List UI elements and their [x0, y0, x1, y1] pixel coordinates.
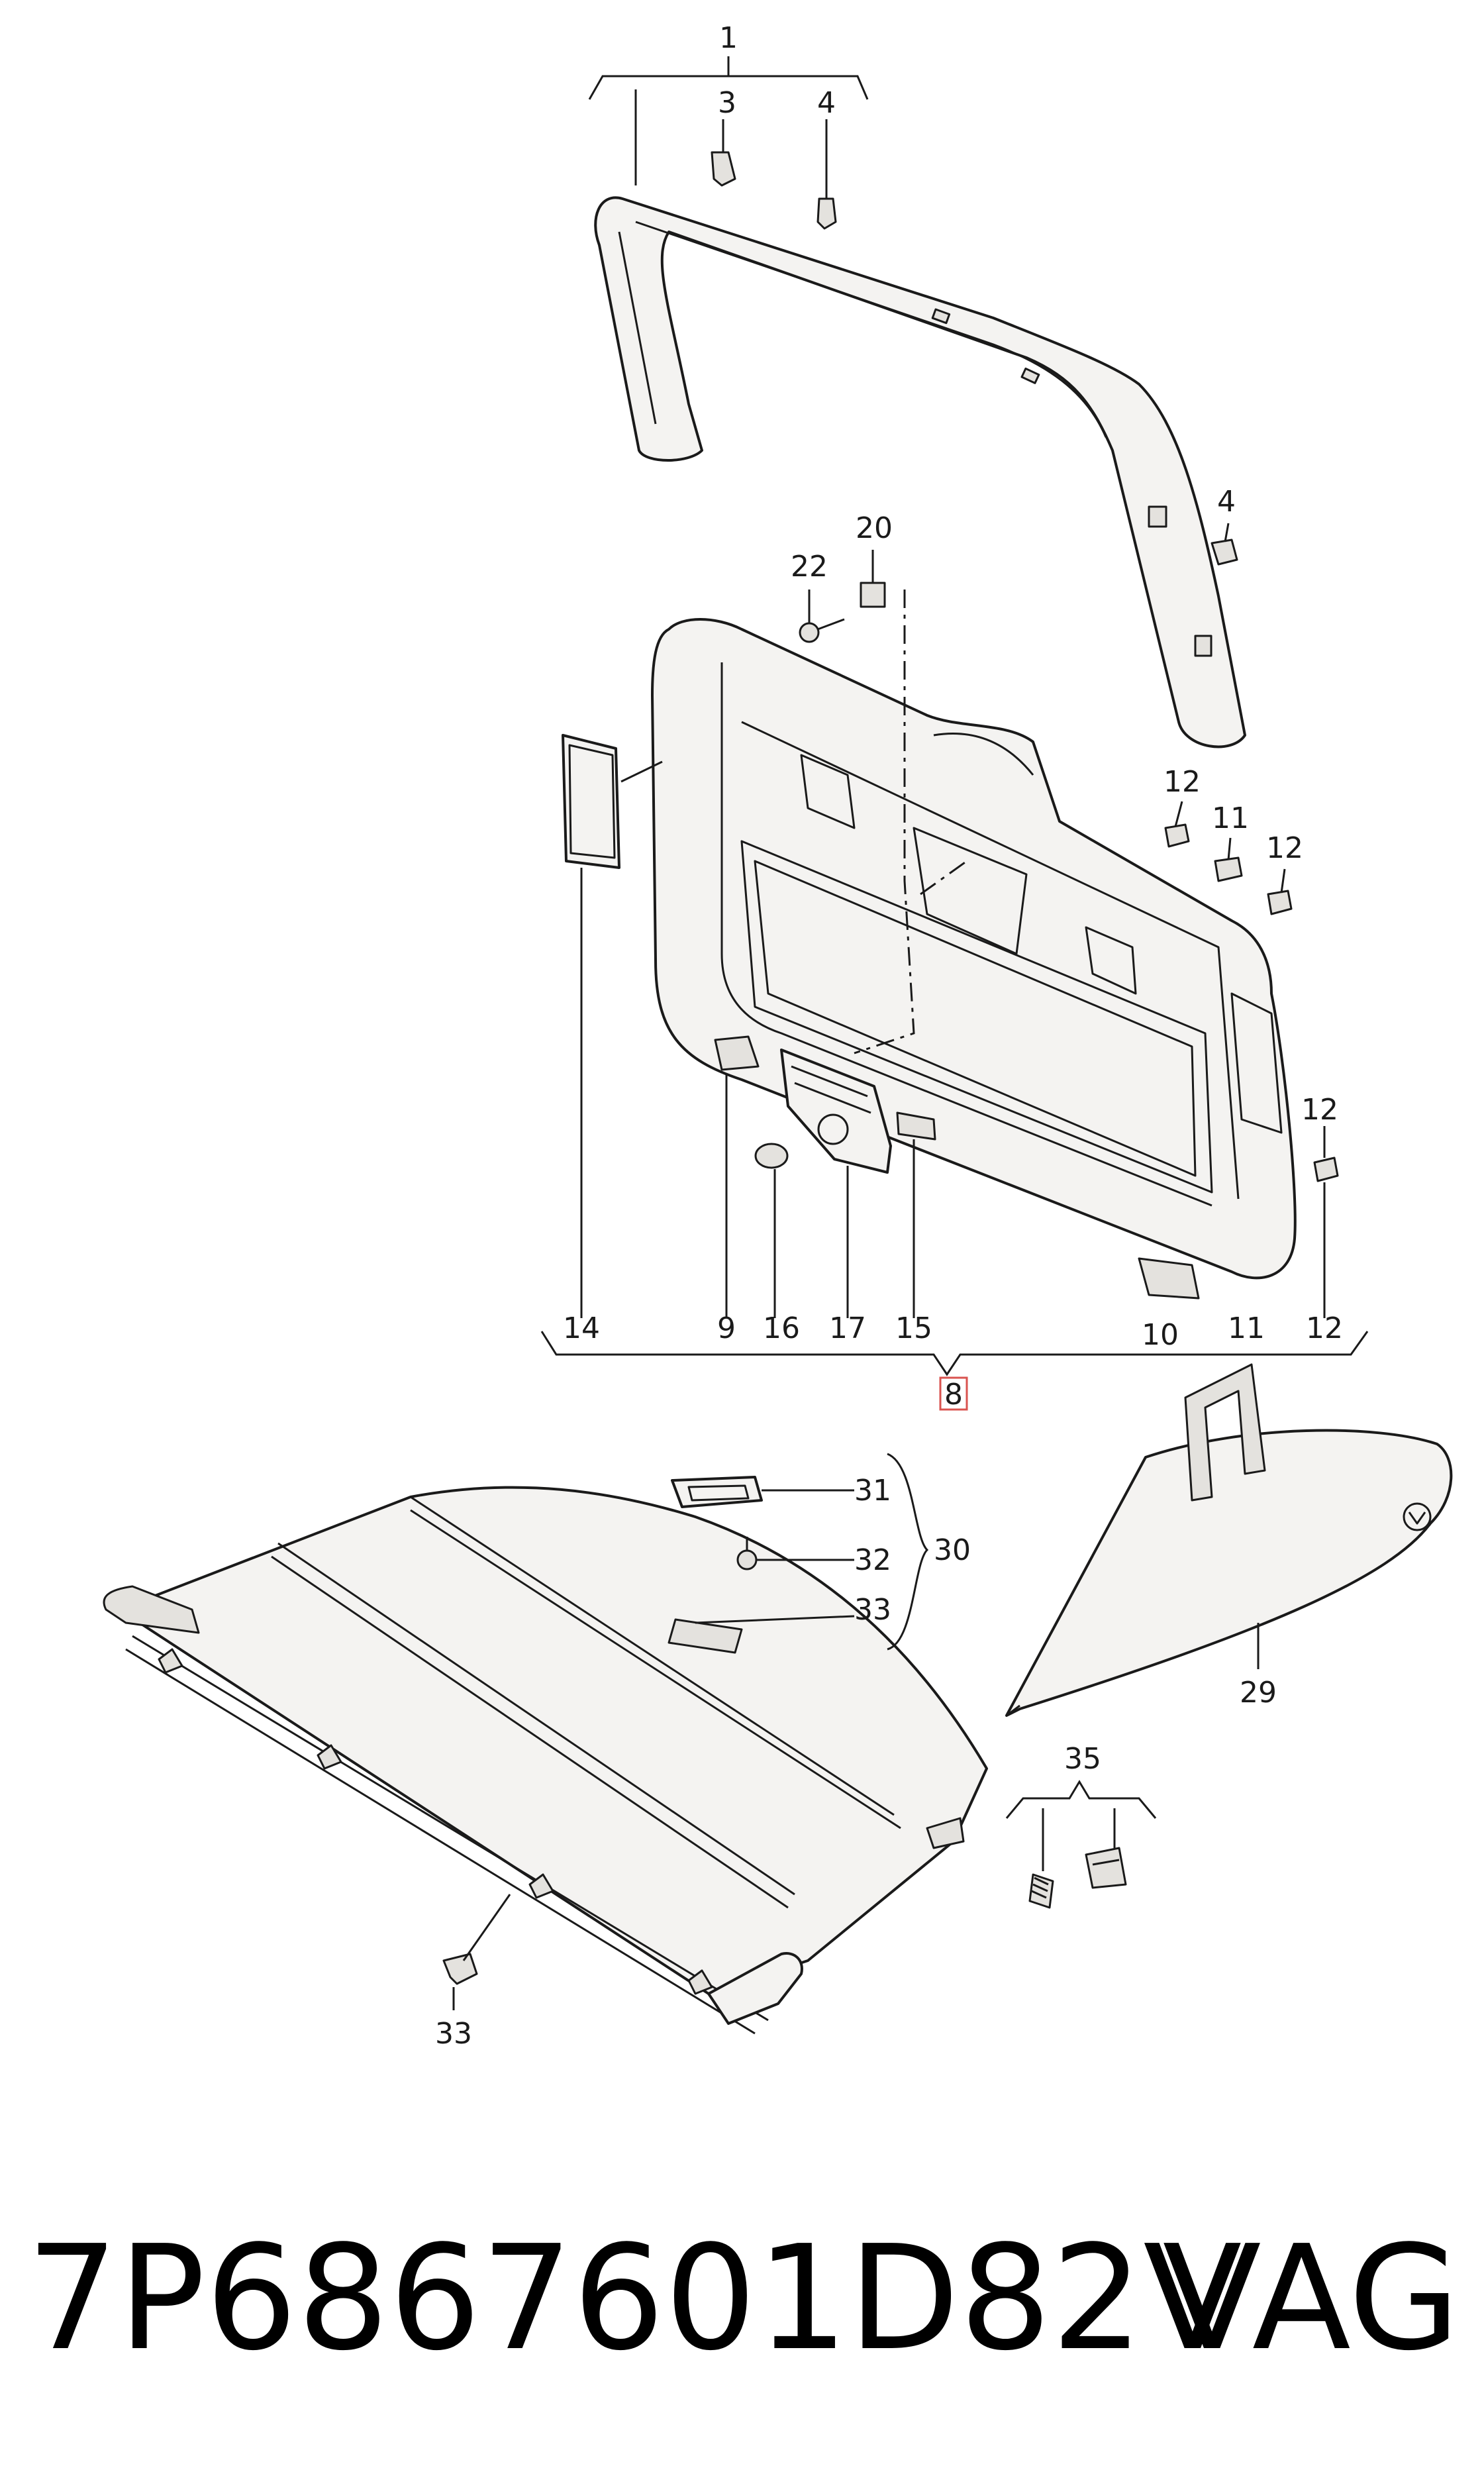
callout-29: 29 — [1240, 1676, 1277, 1710]
leader-14 — [580, 760, 663, 1318]
leader-4b — [1224, 523, 1230, 542]
leader-11a — [1227, 837, 1232, 860]
callout-4-top: 4 — [817, 86, 836, 120]
bolt-part-22 — [799, 618, 845, 643]
callout-17: 17 — [829, 1311, 866, 1345]
callout-12-c: 12 — [1301, 1093, 1338, 1127]
callout-22: 22 — [791, 550, 828, 584]
callout-12-a: 12 — [1163, 765, 1201, 799]
clip-part-12-b — [1267, 890, 1293, 915]
callout-20: 20 — [856, 511, 893, 545]
callout-11-a: 11 — [1212, 801, 1249, 835]
leader-12a — [1174, 801, 1183, 827]
clip-part-12-a — [1164, 823, 1190, 848]
clip-part-11-a — [1214, 856, 1243, 882]
callout-8: 8 — [944, 1378, 963, 1412]
cover-part-14 — [562, 734, 620, 869]
bracket-30 — [887, 1453, 929, 1651]
part-number-caption: 7P6867601D82V — [26, 2215, 1242, 2383]
nut-part-20 — [860, 582, 886, 608]
centre-line-b — [920, 860, 967, 896]
recess-part-17 — [780, 1049, 892, 1174]
screw-part-32 — [736, 1537, 758, 1570]
tailgate-trim-panel-part-8 — [651, 618, 1297, 1280]
callout-9: 9 — [717, 1311, 736, 1345]
frame-part-31 — [671, 1476, 763, 1508]
leader-33-upper — [695, 1615, 855, 1624]
luggage-cover-part-33 — [103, 1486, 988, 2035]
centre-line-a — [854, 590, 915, 1054]
storage-bag-part-29 — [1005, 1363, 1453, 1717]
callout-4-side: 4 — [1217, 485, 1236, 519]
plate-part-15 — [896, 1111, 936, 1141]
callout-10: 10 — [1142, 1318, 1179, 1352]
clip-part-4-top — [816, 197, 837, 230]
frame-trim-part-1 — [594, 196, 1246, 748]
clip-part-4-side — [1211, 539, 1238, 566]
leader-12b — [1280, 868, 1286, 894]
callout-30: 30 — [934, 1533, 971, 1567]
callout-14: 14 — [563, 1311, 600, 1345]
bracket-35 — [1005, 1780, 1157, 1819]
latch-part-10 — [1138, 1257, 1200, 1300]
callout-11-b: 11 — [1228, 1311, 1265, 1345]
callout-16: 16 — [763, 1311, 800, 1345]
callout-3: 3 — [718, 86, 736, 120]
callout-12-d: 12 — [1306, 1311, 1343, 1345]
retainer-set-part-35 — [1028, 1847, 1127, 1909]
callout-33-lower: 33 — [435, 2017, 472, 2051]
handle-part-9 — [714, 1035, 760, 1071]
callout-8-box — [939, 1376, 968, 1411]
bracket-1 — [588, 56, 869, 185]
callout-35: 35 — [1064, 1742, 1101, 1776]
callout-12-b: 12 — [1266, 831, 1303, 865]
callout-33-upper: 33 — [854, 1593, 891, 1627]
brand-caption: VAG — [1163, 2215, 1460, 2383]
callout-15: 15 — [895, 1311, 932, 1345]
bracket-8 — [540, 1331, 1369, 1376]
clip-part-12-c — [1313, 1156, 1339, 1182]
clip-part-3 — [711, 151, 736, 187]
callout-32: 32 — [854, 1543, 891, 1577]
callout-1: 1 — [719, 21, 738, 55]
cap-part-16 — [754, 1143, 789, 1169]
leader-33-lower — [452, 1894, 511, 2010]
callout-31: 31 — [854, 1474, 891, 1508]
clip-part-33-small — [442, 1953, 478, 1985]
